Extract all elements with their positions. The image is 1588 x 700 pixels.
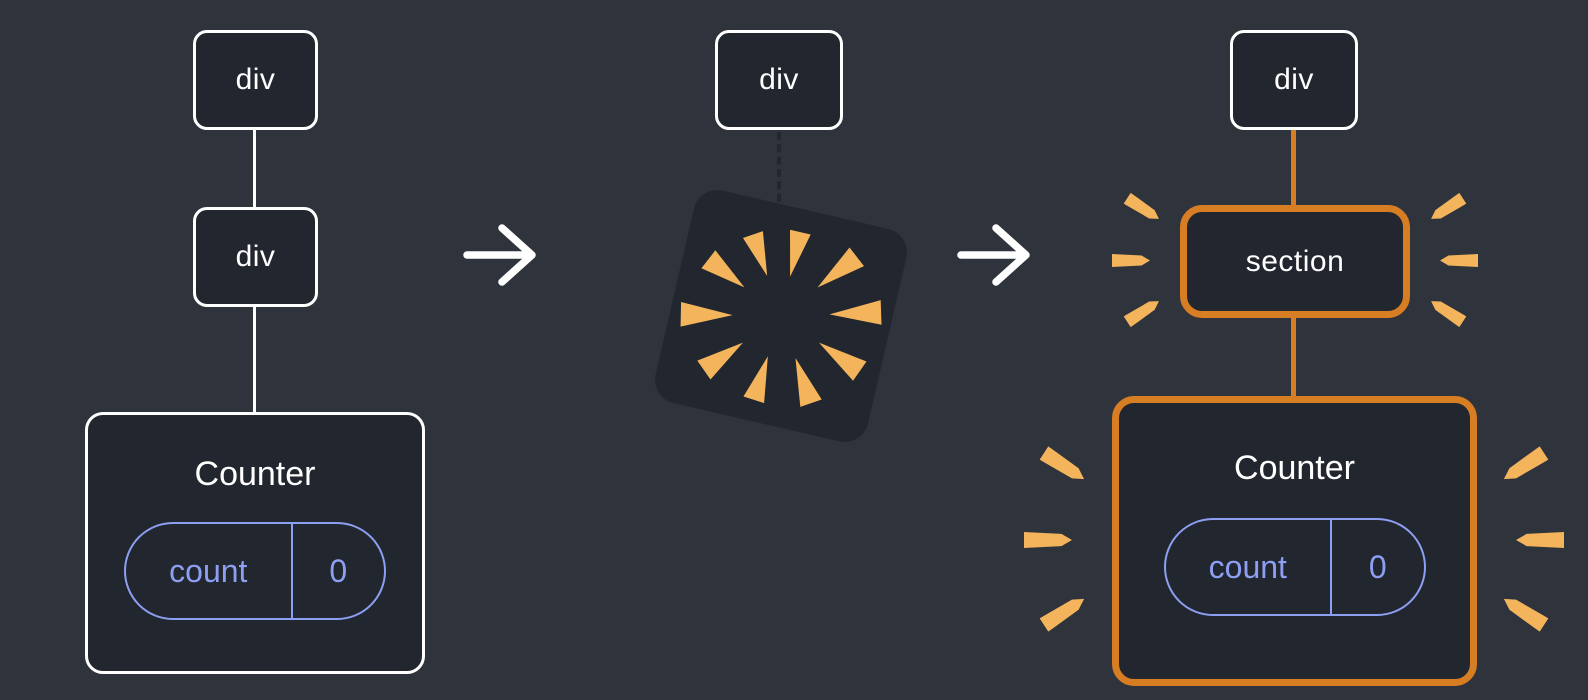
before-counter-component: Counter count 0 [85,412,425,674]
before-counter-title: Counter [194,455,316,493]
poof-root-div-label: div [759,63,799,96]
after-counter-state-pill: count 0 [1163,518,1426,616]
spark-icon [1500,592,1549,632]
before-counter-state-pill: count 0 [124,522,386,620]
after-root-div-node: div [1230,30,1358,130]
before-root-div-node: div [193,30,318,130]
spark-icon [1428,193,1467,225]
before-child-div-node: div [193,207,318,307]
before-connector-child-counter [253,307,256,412]
poof-icon [650,185,912,447]
spark-icon [1516,532,1564,548]
spark-icon [1440,254,1478,267]
spark-icon [1112,254,1150,267]
spark-icon [1124,193,1163,225]
spark-icon [1124,296,1163,328]
poof-dashed-connector [777,132,781,214]
after-section-node: section [1180,205,1410,318]
after-state-value: 0 [1330,520,1423,614]
before-state-key: count [169,552,248,589]
spark-icon [1024,532,1072,548]
after-connector-section-counter [1291,318,1296,396]
before-state-value: 0 [290,524,384,618]
before-child-div-label: div [235,240,276,273]
after-counter-title: Counter [1234,449,1355,487]
before-root-div-label: div [235,63,276,96]
after-root-div-label: div [1274,63,1314,96]
arrow-right-icon [463,224,536,286]
spark-icon [1040,592,1089,632]
spark-icon [1500,446,1549,486]
poof-root-div-node: div [715,30,843,130]
before-connector-root-child [253,130,256,207]
poof-burst-spikes [680,229,882,407]
spark-icon [1428,296,1467,328]
after-connector-root-section [1291,130,1296,205]
after-state-key: count [1208,548,1287,585]
arrow-right-icon [957,224,1030,286]
after-counter-component: Counter count 0 [1112,396,1477,686]
after-section-label: section [1245,244,1345,278]
spark-icon [1040,446,1089,486]
